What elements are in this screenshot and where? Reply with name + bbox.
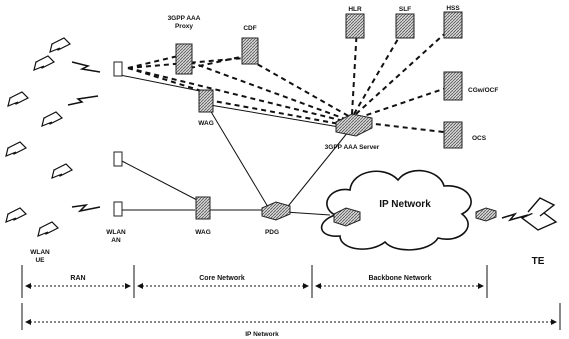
aaa-server-label: 3GPP AAA Server [325, 144, 380, 151]
wlan-ue-laptop-icons [5, 37, 74, 237]
ip-network-cloud-label: IP Network [379, 199, 431, 210]
hss-node: HSS [443, 5, 463, 39]
cgw-ocf-node: CGw/OCF [443, 71, 498, 101]
wlan-ue-label-2: UE [35, 257, 45, 264]
wag-bottom-label: WAG [195, 229, 211, 236]
ocs-node: OCS [443, 121, 487, 149]
pdg-label: PDG [265, 229, 279, 236]
segment-core-network-label: Core Network [199, 275, 245, 282]
cloud-exit-router [475, 207, 497, 222]
segment-ruler [21, 265, 561, 330]
segment-ip-network-label: IP Network [245, 331, 279, 338]
hss-label: HSS [446, 5, 460, 12]
wag-top-node: WAG [198, 89, 214, 127]
wlan-an-label-2: AN [111, 237, 121, 244]
slf-node: SLF [395, 6, 415, 39]
slf-label: SLF [399, 6, 411, 13]
wag-top-label: WAG [198, 120, 214, 127]
cloud-entry-router [333, 207, 361, 227]
wag-bottom-node: WAG [195, 196, 211, 236]
hlr-label: HLR [348, 6, 362, 13]
cdf-node: CDF [241, 25, 259, 65]
wlan-an-label-1: WLAN [106, 229, 126, 236]
segment-backbone-network-label: Backbone Network [368, 275, 431, 282]
segment-ran-label: RAN [70, 275, 85, 282]
ip-network-cloud: IP Network [320, 169, 472, 251]
aaa-proxy-node: 3GPP AAA Proxy [168, 15, 201, 75]
aaa-proxy-label-2: Proxy [175, 23, 193, 30]
wireless-arrows [67, 61, 529, 222]
pdg-node: PDG [261, 201, 291, 236]
wlan-access-points [113, 61, 123, 217]
ocs-label: OCS [472, 135, 487, 142]
aaa-proxy-label-1: 3GPP AAA [168, 15, 201, 22]
te-laptop-icon [520, 197, 558, 231]
cdf-label: CDF [243, 25, 256, 32]
dashed-links [127, 26, 453, 134]
hlr-node: HLR [345, 6, 365, 39]
wlan-ue-label-1: WLAN [30, 249, 50, 256]
cgw-ocf-label: CGw/OCF [468, 87, 498, 94]
te-label: TE [532, 256, 545, 267]
aaa-server-node: 3GPP AAA Server [325, 113, 380, 151]
